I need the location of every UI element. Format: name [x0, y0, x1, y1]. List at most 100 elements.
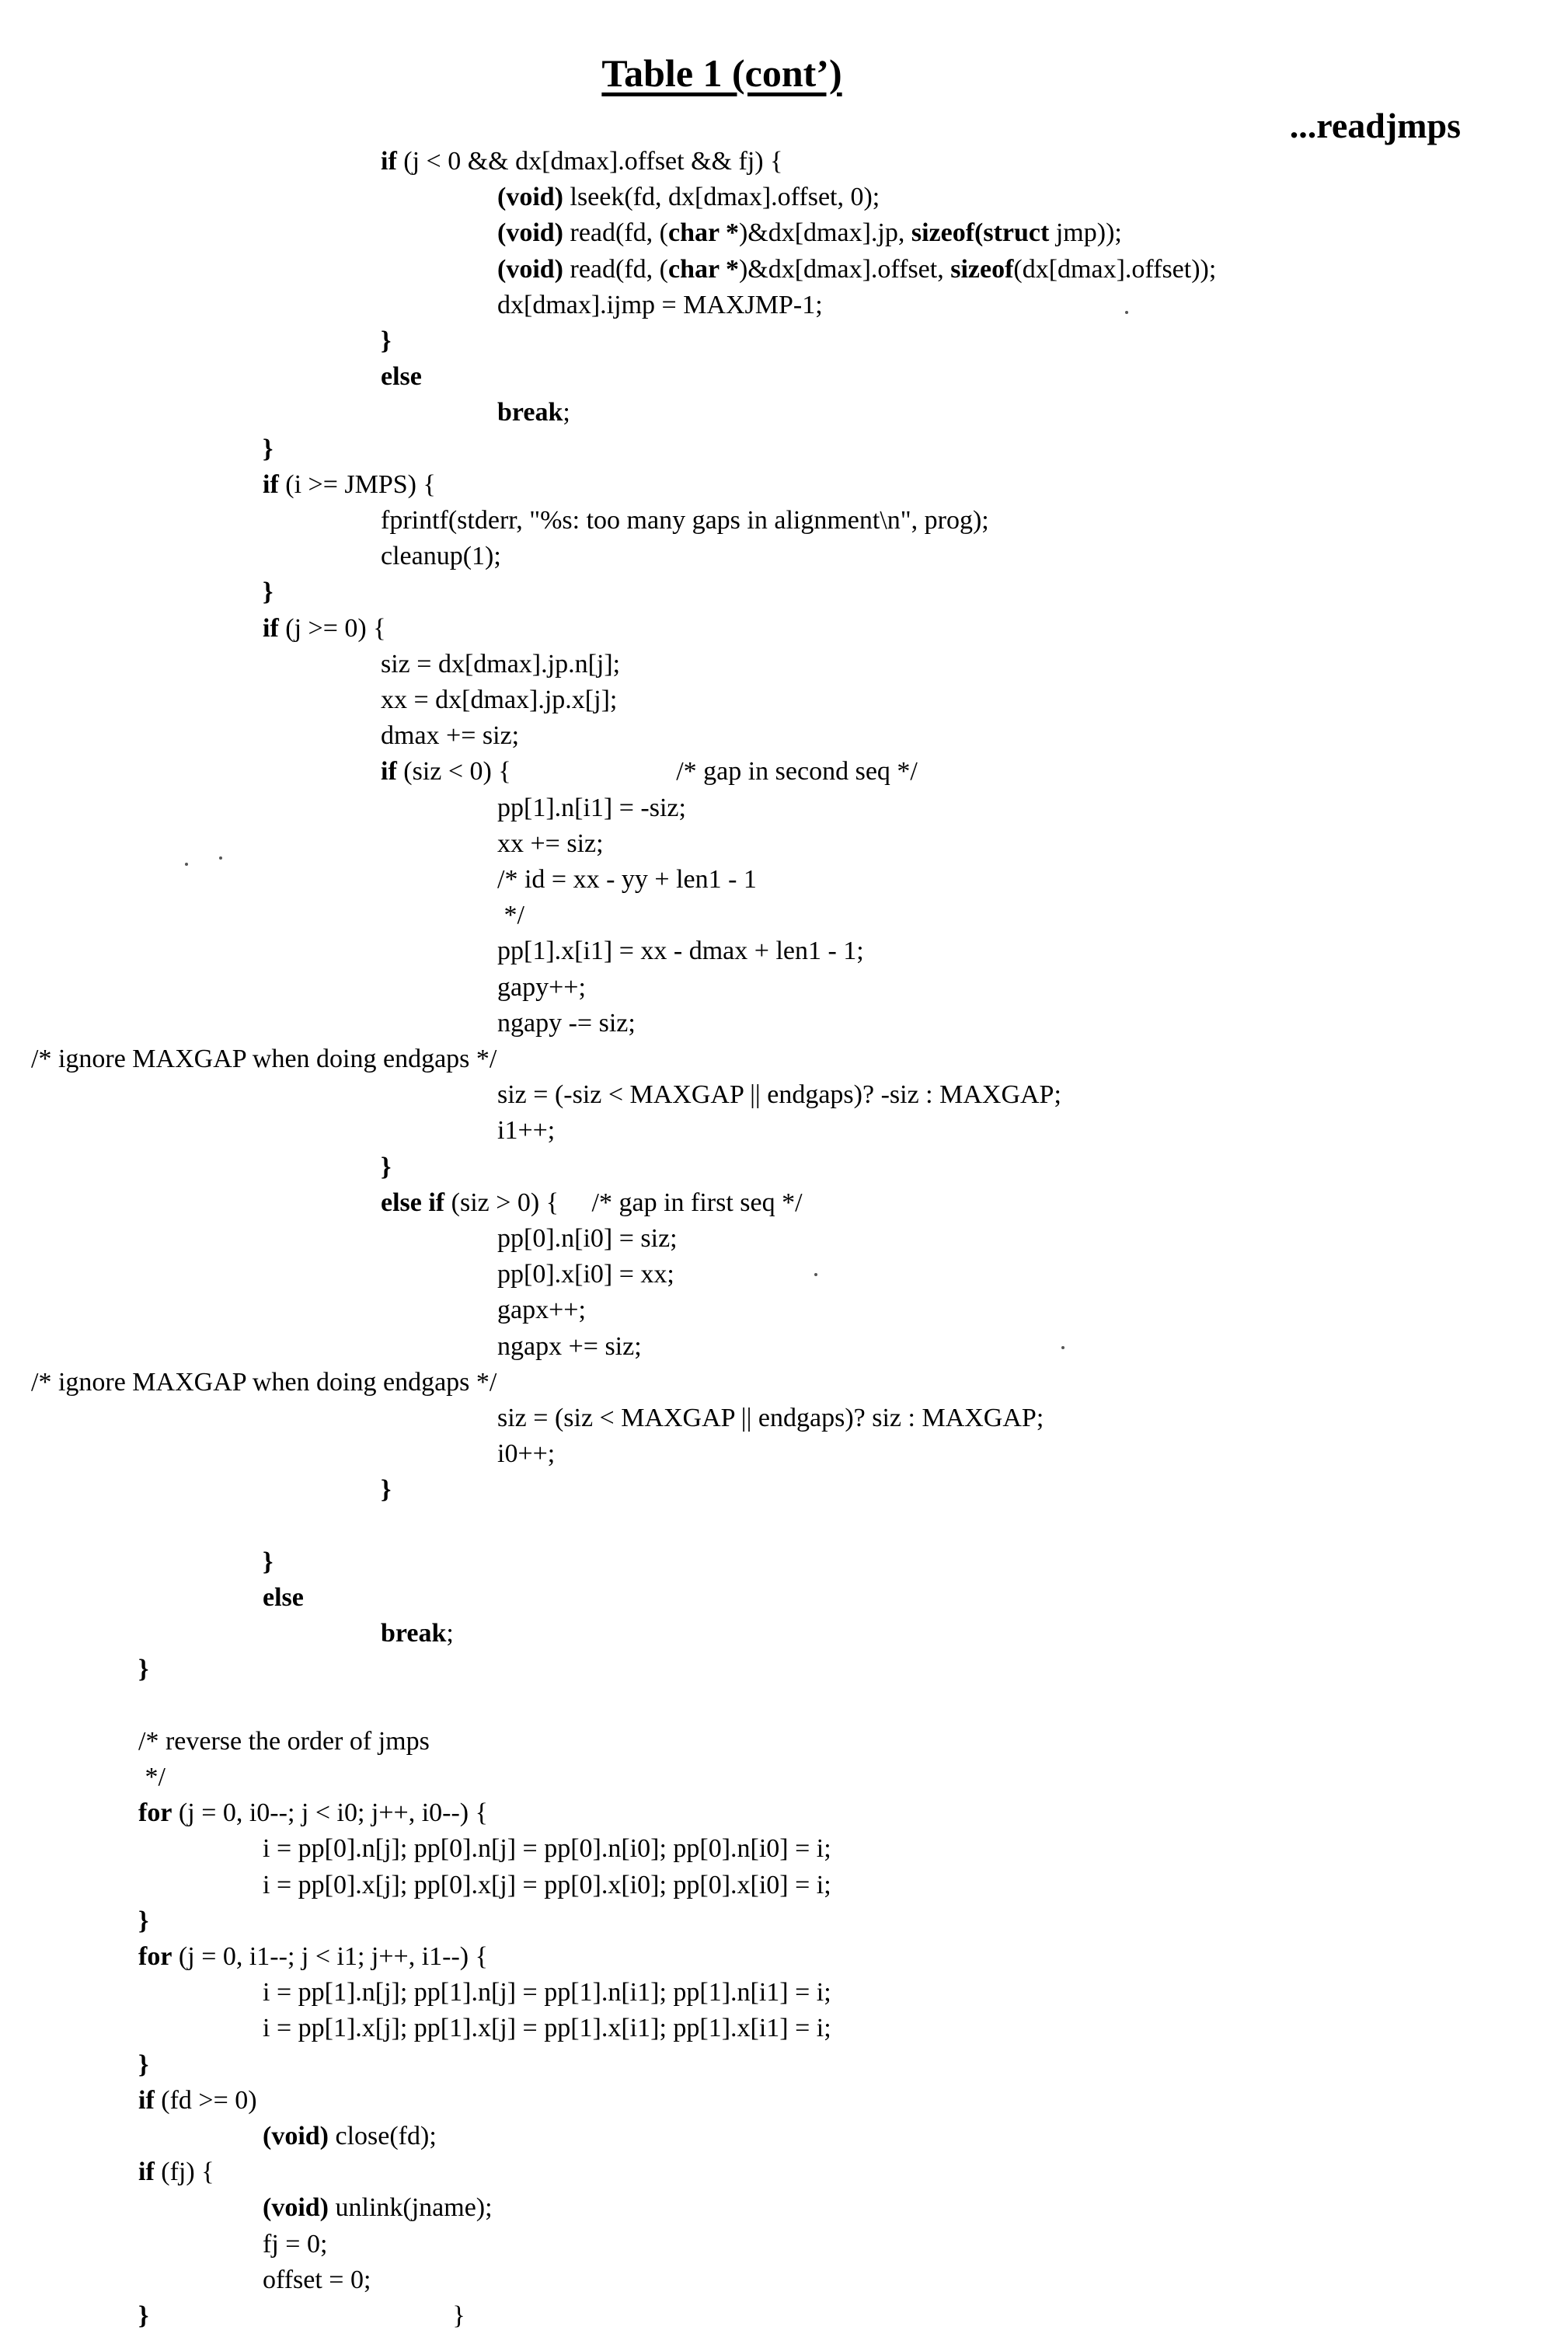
- code-line: gapy++;: [497, 971, 586, 1005]
- code-keyword: }: [381, 1153, 391, 1181]
- code-line: xx = dx[dmax].jp.x[j];: [381, 683, 617, 717]
- code-text: pp[1].n[i1] = -siz;: [497, 794, 686, 822]
- code-line: fj = 0;: [263, 2227, 327, 2262]
- code-line: */: [138, 1760, 166, 1795]
- code-keyword: (void): [263, 2193, 329, 2222]
- code-keyword: else if: [381, 1188, 444, 1217]
- code-line: dmax += siz;: [381, 719, 519, 753]
- section-label: ...readjmps: [1290, 104, 1461, 148]
- code-keyword: break: [497, 398, 563, 427]
- code-text: (siz < 0) { /* gap in second seq */: [397, 757, 918, 786]
- code-line: fprintf(stderr, "%s: too many gaps in al…: [381, 504, 989, 538]
- code-line: }: [381, 1150, 391, 1184]
- code-line: if (j < 0 && dx[dmax].offset && fj) {: [381, 145, 782, 179]
- code-text: /* reverse the order of jmps: [138, 1727, 430, 1756]
- code-text: ngapx += siz;: [497, 1332, 642, 1361]
- code-keyword: char *: [668, 255, 739, 284]
- scan-speck: [185, 863, 188, 866]
- code-text: /* id = xx - yy + len1 - 1: [497, 865, 757, 894]
- code-text: ;: [446, 1619, 453, 1648]
- code-line: }: [263, 1545, 273, 1579]
- code-keyword: (void): [497, 255, 563, 284]
- code-text: dmax += siz;: [381, 721, 519, 750]
- code-line: (void) unlink(jname);: [263, 2191, 493, 2225]
- scan-speck: [219, 856, 222, 860]
- code-text: i1++;: [497, 1116, 555, 1145]
- code-text: cleanup(1);: [381, 542, 501, 570]
- scan-speck: [814, 1273, 817, 1276]
- code-keyword: }: [138, 2050, 148, 2079]
- code-keyword: }: [138, 2301, 148, 2330]
- code-line: break;: [381, 1617, 454, 1651]
- code-line: /* ignore MAXGAP when doing endgaps */: [31, 1366, 497, 1400]
- code-text: (fd >= 0): [155, 2086, 257, 2115]
- code-keyword: sizeof: [950, 255, 1013, 284]
- code-keyword: }: [381, 326, 391, 355]
- code-text: (j < 0 && dx[dmax].offset && fj) {: [397, 147, 783, 176]
- code-line: }: [381, 1473, 391, 1507]
- code-text: pp[0].x[i0] = xx;: [497, 1260, 674, 1289]
- code-text: unlink(jname);: [329, 2193, 493, 2222]
- code-line: else: [381, 360, 422, 394]
- code-line: }: [138, 2048, 148, 2082]
- code-text: (fj) {: [155, 2157, 214, 2186]
- code-text: close(fd);: [329, 2122, 437, 2150]
- code-line: ngapx += siz;: [497, 1330, 642, 1364]
- code-keyword: }: [381, 1475, 391, 1504]
- code-keyword: }: [138, 1655, 148, 1683]
- code-line: gapx++;: [497, 1293, 586, 1327]
- code-text: i = pp[0].n[j]; pp[0].n[j] = pp[0].n[i0]…: [263, 1834, 831, 1863]
- code-text: pp[0].n[i0] = siz;: [497, 1224, 678, 1253]
- code-text: }: [148, 2301, 465, 2330]
- code-line: pp[1].n[i1] = -siz;: [497, 791, 686, 825]
- code-text: )&dx[dmax].offset,: [739, 255, 950, 284]
- code-text: (i >= JMPS) {: [279, 470, 436, 499]
- code-text: xx += siz;: [497, 829, 604, 858]
- code-line: if (siz < 0) { /* gap in second seq */: [381, 755, 918, 789]
- code-line: }: [263, 575, 273, 609]
- code-text: i = pp[1].x[j]; pp[1].x[j] = pp[1].x[i1]…: [263, 2014, 831, 2042]
- code-line: siz = (-siz < MAXGAP || endgaps)? -siz :…: [497, 1078, 1061, 1112]
- code-text: dx[dmax].ijmp = MAXJMP-1;: [497, 291, 823, 319]
- code-line: offset = 0;: [263, 2263, 371, 2297]
- code-line: (void) close(fd);: [263, 2119, 437, 2154]
- code-line: siz = dx[dmax].jp.n[j];: [381, 647, 620, 682]
- code-keyword: }: [138, 1906, 148, 1935]
- code-keyword: }: [263, 434, 273, 463]
- code-text: offset = 0;: [263, 2266, 371, 2294]
- code-line: for (j = 0, i0--; j < i0; j++, i0--) {: [138, 1796, 488, 1830]
- code-line: /* ignore MAXGAP when doing endgaps */: [31, 1042, 497, 1076]
- code-text: ngapy -= siz;: [497, 1009, 636, 1038]
- code-line: (void) lseek(fd, dx[dmax].offset, 0);: [497, 180, 880, 215]
- code-line: ngapy -= siz;: [497, 1006, 636, 1041]
- code-text: gapy++;: [497, 973, 586, 1002]
- code-text: siz = (siz < MAXGAP || endgaps)? siz : M…: [497, 1404, 1044, 1432]
- code-line: break;: [497, 396, 570, 430]
- code-line: } }: [138, 2299, 465, 2333]
- code-line: (void) read(fd, (char *)&dx[dmax].jp, si…: [497, 216, 1122, 250]
- code-line: i0++;: [497, 1437, 555, 1471]
- code-text: pp[1].x[i1] = xx - dmax + len1 - 1;: [497, 937, 864, 965]
- code-text: ;: [563, 398, 570, 427]
- code-line: /* id = xx - yy + len1 - 1: [497, 863, 757, 897]
- code-keyword: char *: [668, 218, 739, 247]
- code-line: xx += siz;: [497, 827, 604, 861]
- code-keyword: }: [263, 1547, 273, 1576]
- code-keyword: sizeof(struct: [911, 218, 1049, 247]
- code-line: if (fj) {: [138, 2155, 214, 2189]
- code-keyword: (void): [497, 183, 563, 211]
- code-keyword: if: [263, 614, 279, 643]
- code-line: pp[0].x[i0] = xx;: [497, 1257, 674, 1292]
- code-line: i = pp[1].x[j]; pp[1].x[j] = pp[1].x[i1]…: [263, 2011, 831, 2046]
- code-keyword: }: [263, 577, 273, 606]
- code-text: fj = 0;: [263, 2230, 327, 2259]
- code-line: if (i >= JMPS) {: [263, 468, 436, 502]
- code-text: (siz > 0) { /* gap in first seq */: [444, 1188, 802, 1217]
- code-keyword: if: [381, 757, 397, 786]
- code-line: (void) read(fd, (char *)&dx[dmax].offset…: [497, 253, 1216, 287]
- code-line: else: [263, 1581, 304, 1615]
- code-line: if (fd >= 0): [138, 2084, 257, 2118]
- code-text: xx = dx[dmax].jp.x[j];: [381, 685, 617, 714]
- code-text: */: [138, 1763, 166, 1791]
- code-line: i1++;: [497, 1114, 555, 1148]
